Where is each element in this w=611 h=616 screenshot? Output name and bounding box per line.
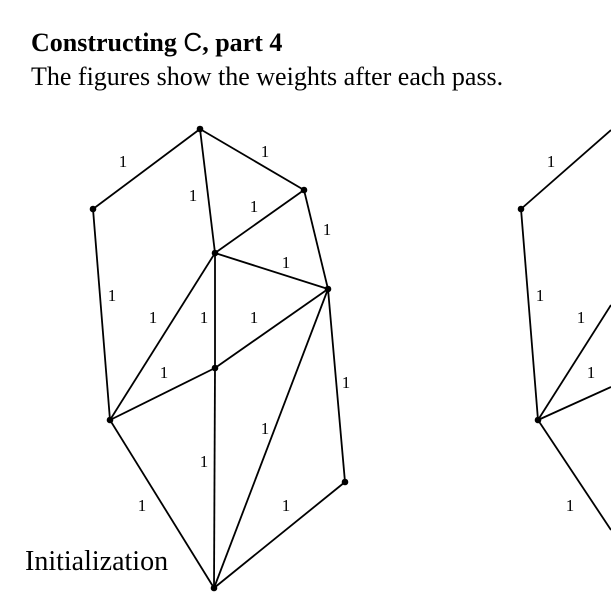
figure-1-caption: Initialization bbox=[25, 546, 169, 577]
figure-1-edge-7 bbox=[92, 208, 111, 421]
figure-2-vertex-2 bbox=[534, 416, 542, 424]
figure-2-edge-1 bbox=[520, 208, 539, 421]
figure-1-edge-4 bbox=[214, 189, 305, 254]
figure-1-weight-label: 1 bbox=[282, 253, 291, 272]
figure-1-vertex-4 bbox=[211, 249, 219, 257]
figure-1-edge-6 bbox=[214, 252, 329, 290]
figure-1-weight-label: 1 bbox=[250, 308, 259, 327]
figure-1-vertex-2 bbox=[89, 205, 97, 213]
figure-1-edge-16 bbox=[213, 481, 346, 589]
figure-1-weight-label: 1 bbox=[323, 220, 332, 239]
figure-1-vertex-8 bbox=[341, 478, 349, 486]
figure-1-edge-1 bbox=[92, 128, 201, 210]
figure-2-weight-label: 1 bbox=[547, 152, 556, 171]
figure-2-weight-label: 1 bbox=[566, 496, 575, 515]
figure-1-weight-label: 1 bbox=[108, 286, 117, 305]
figure-1-weight-label: 1 bbox=[200, 452, 209, 471]
figure-2-edge-3 bbox=[537, 304, 611, 421]
figure-2-weight-label: 1 bbox=[587, 363, 596, 382]
figure-1-vertex-3 bbox=[300, 186, 308, 194]
figure-1-weight-label: 1 bbox=[250, 197, 259, 216]
figure-1-vertex-5 bbox=[324, 285, 332, 293]
title-prefix: Constructing bbox=[31, 28, 184, 57]
figure-1-edge-3 bbox=[199, 128, 216, 254]
figure-2-edge-5 bbox=[537, 419, 611, 531]
figure-1-weight-label: 1 bbox=[149, 308, 158, 327]
figure-1-weight-label: 1 bbox=[200, 308, 209, 327]
title-suffix: , part 4 bbox=[202, 28, 283, 57]
figure-2-edge-2 bbox=[520, 129, 611, 210]
figure-1-weight-label: 1 bbox=[119, 152, 128, 171]
figure-1-edge-11 bbox=[109, 367, 216, 421]
figure-1-edge-13 bbox=[213, 288, 329, 589]
figure-1-edge-10 bbox=[214, 288, 329, 369]
figure-2-weight-label: 1 bbox=[536, 286, 545, 305]
figure-1-edge-14 bbox=[109, 419, 215, 589]
figure-1-edge-8 bbox=[109, 252, 216, 421]
figure-1-vertex-1 bbox=[196, 125, 204, 133]
figure-2-edge-4 bbox=[537, 386, 611, 421]
figure-2-vertex-1 bbox=[517, 205, 525, 213]
figure-1-edge-2 bbox=[199, 128, 305, 191]
figure-2-weight-label: 1 bbox=[577, 308, 586, 327]
figure-1-vertex-7 bbox=[106, 416, 114, 424]
figure-1-vertex-9 bbox=[210, 584, 218, 592]
figure-1-weight-label: 1 bbox=[282, 496, 291, 515]
page-title: Constructing C, part 4 bbox=[31, 27, 282, 58]
figure-1-weight-label: 1 bbox=[138, 496, 147, 515]
figure-1-weight-label: 1 bbox=[261, 419, 270, 438]
figure-1-edge-15 bbox=[213, 367, 216, 589]
figure-1-weight-label: 1 bbox=[160, 363, 169, 382]
figure-1-vertex-6 bbox=[211, 364, 219, 372]
title-symbol: C bbox=[183, 27, 203, 57]
figure-1-weight-label: 1 bbox=[261, 142, 270, 161]
page-subtitle: The figures show the weights after each … bbox=[31, 62, 504, 91]
figure-1-weight-label: 1 bbox=[342, 373, 351, 392]
figure-1-edge-5 bbox=[303, 189, 329, 290]
figure-1-edge-12 bbox=[327, 288, 346, 483]
figure-1-weight-label: 1 bbox=[189, 186, 198, 205]
